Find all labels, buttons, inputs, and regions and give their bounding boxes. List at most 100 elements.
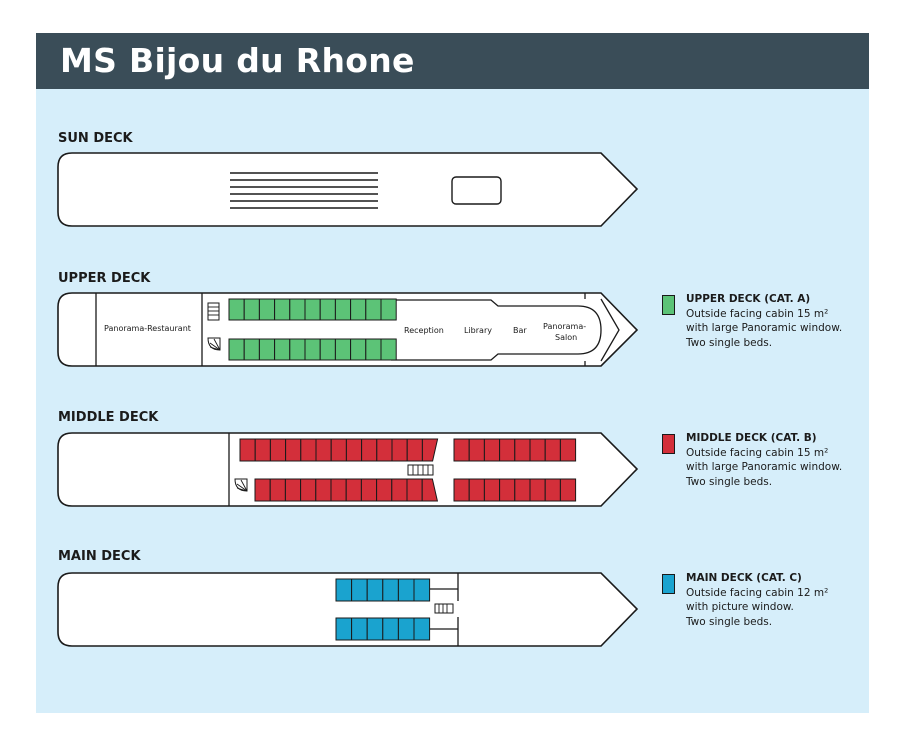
cabin-cat-b [499, 478, 516, 502]
cabin-cat-a [228, 298, 245, 321]
cabin-cat-c [335, 578, 353, 602]
cabin-cat-b [544, 478, 561, 502]
cabin-cat-a [228, 338, 245, 361]
cabin-cat-b [269, 478, 286, 502]
cabin-cat-a [319, 298, 336, 321]
legend-beds-cat-c: Two single beds. [686, 615, 773, 628]
middle-deck-spiral-stairs [234, 478, 248, 492]
panorama-salon-label-line1: Panorama- [543, 322, 586, 331]
legend-size-cat-c: Outside facing cabin 12 m² [686, 586, 829, 599]
deck-plans-drawing: Panorama-Restaurant Reception Library Ba… [57, 152, 639, 647]
main-deck-hull [57, 572, 639, 647]
main-deck-cabins-port [335, 617, 431, 641]
cabin-cat-b [300, 438, 317, 462]
sun-deck-hull [57, 152, 639, 227]
bar-label: Bar [513, 326, 527, 335]
cabin-cat-b [330, 478, 347, 502]
cabin-cat-c [366, 617, 384, 641]
legend-beds-cat-b: Two single beds. [686, 475, 773, 488]
upper-deck-plan: Panorama-Restaurant Reception Library Ba… [57, 292, 639, 367]
legend-beds-cat-a: Two single beds. [686, 336, 773, 349]
cabin-cat-b [406, 478, 423, 502]
main-deck-title: MAIN DECK [58, 549, 141, 564]
legend-size-cat-a: Outside facing cabin 15 m² [686, 307, 829, 320]
legend-title-cat-a: UPPER DECK (CAT. A) [686, 293, 811, 305]
sun-deck-plan [57, 152, 639, 227]
cabin-cat-b [315, 478, 332, 502]
cabin-cat-a [319, 338, 336, 361]
cabin-cat-b [559, 438, 577, 462]
cabin-cat-a [380, 298, 397, 321]
cabin-cat-b [391, 478, 408, 502]
cabin-cat-c [382, 617, 399, 641]
upper-deck-lounge-outline [391, 299, 602, 361]
legend-window-cat-a: with large Panoramic window. [686, 322, 843, 334]
cabin-cat-a [365, 338, 382, 361]
cabin-cat-a [334, 298, 352, 321]
ship-name-title: MS Bijou du Rhone [60, 41, 415, 80]
sun-deck-wheelhouse [451, 176, 502, 205]
cabin-cat-a [243, 298, 260, 321]
cabin-cat-c [366, 578, 384, 602]
cabin-cat-b [284, 478, 302, 502]
library-label: Library [464, 326, 492, 335]
cabin-cat-b [376, 478, 393, 502]
cabin-cat-a [380, 338, 397, 361]
cabin-cat-b [391, 438, 408, 462]
cabin-cat-b [330, 438, 347, 462]
cabin-cat-a [289, 298, 306, 321]
cabin-cat-a [274, 338, 291, 361]
legend-window-cat-b: with large Panoramic window. [686, 461, 843, 473]
cabin-cat-a [350, 298, 367, 321]
sun-deck-title: SUN DECK [58, 131, 133, 146]
cabin-cat-a [365, 298, 382, 321]
legend-swatch-cat-a [662, 295, 675, 315]
upper-deck-hull [57, 292, 639, 367]
main-deck-partition-top [430, 573, 459, 601]
cabin-cat-a [304, 298, 321, 321]
middle-deck-straight-stairs [407, 464, 434, 476]
cabin-cat-b [514, 478, 531, 502]
middle-deck-cabins-starboard [239, 438, 577, 462]
reception-label: Reception [404, 326, 444, 335]
cabin-cat-b [239, 438, 256, 462]
cabin-cat-c [351, 617, 368, 641]
cabin-cat-a [334, 338, 352, 361]
upper-deck-spiral-stairs [207, 337, 221, 351]
legend-swatch-cat-c [662, 574, 675, 594]
cabin-cat-a [289, 338, 306, 361]
cabin-cat-a [258, 298, 276, 321]
cabin-cat-b [483, 478, 501, 502]
cabin-cat-b [453, 478, 470, 502]
deck-plan-panel: MS Bijou du Rhone SUN DECK UPPER DECK MI… [36, 33, 869, 713]
cabin-cat-c [397, 617, 415, 641]
legend-title-cat-b: MIDDLE DECK (CAT. B) [686, 432, 817, 444]
cabin-cat-b [300, 478, 317, 502]
panorama-salon-label-line2: Salon [555, 333, 577, 342]
cabin-cat-b [254, 478, 271, 502]
legend-swatch-cat-b [662, 434, 675, 454]
cabin-cat-a [274, 298, 291, 321]
cabin-cat-b [468, 438, 485, 462]
cabin-cat-b [285, 438, 302, 462]
cabin-cat-b [421, 438, 439, 462]
cabin-cat-a [243, 338, 260, 361]
cabin-cat-a [350, 338, 367, 361]
cabin-cat-b [269, 438, 287, 462]
panorama-restaurant-label: Panorama-Restaurant [104, 324, 191, 333]
upper-deck-bow-outline [600, 298, 620, 362]
cabin-cat-c [351, 578, 368, 602]
cabin-cat-b [499, 438, 516, 462]
upper-deck-title: UPPER DECK [58, 271, 151, 286]
main-deck-straight-stairs [434, 603, 454, 614]
cabin-cat-b [453, 438, 470, 462]
main-deck-cabins-starboard [335, 578, 431, 602]
cabin-cat-b [529, 478, 546, 502]
cabin-cat-c [397, 578, 415, 602]
cabin-cat-b [376, 438, 393, 462]
header-bar: MS Bijou du Rhone [36, 33, 869, 89]
cabin-cat-b [345, 438, 363, 462]
middle-deck-plan [57, 432, 639, 507]
cabin-cat-a [258, 338, 276, 361]
cabin-cat-c [335, 617, 353, 641]
